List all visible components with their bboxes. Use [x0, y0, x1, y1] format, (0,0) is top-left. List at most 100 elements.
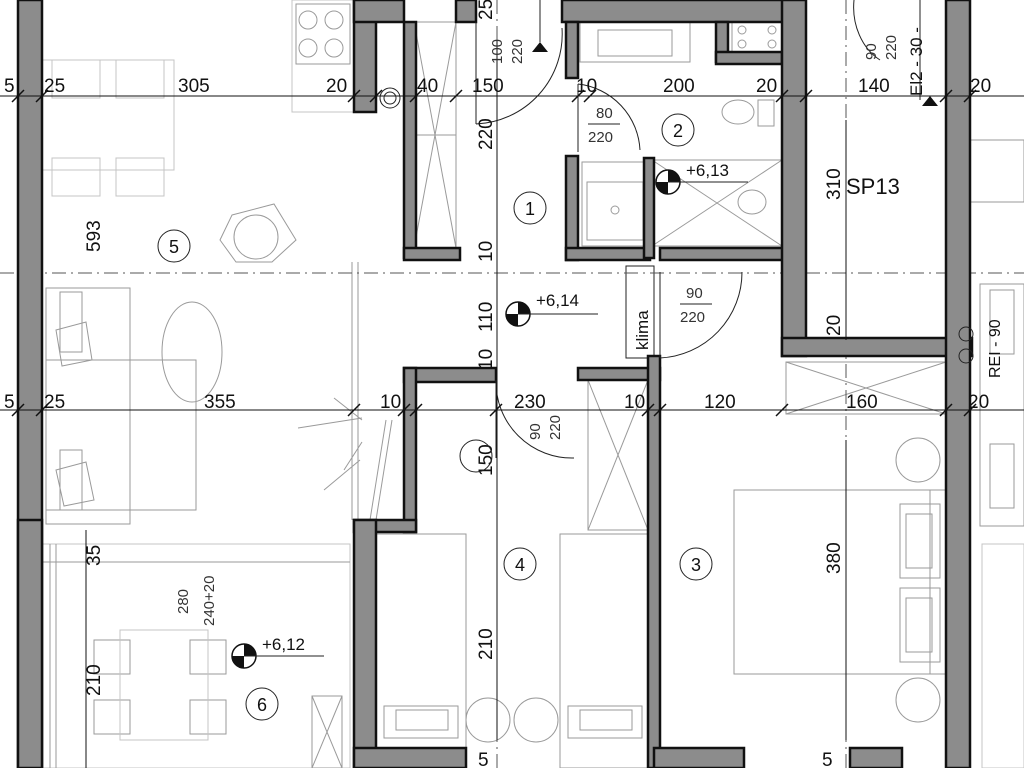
dim-v-35: 35: [84, 545, 105, 566]
level-balcony-text: +6,12: [262, 635, 305, 654]
dimension-tick: [653, 403, 667, 417]
dim-top-305: 305: [178, 76, 210, 97]
stair-label: SP13: [846, 174, 900, 199]
dim-top-40: 40: [417, 76, 438, 97]
level-marker-bath: +6,13: [655, 161, 748, 195]
dim-v-110: 110: [476, 302, 497, 332]
level-markers: +6,14 +6,13 +6,12: [231, 161, 748, 669]
level-hall-text: +6,14: [536, 291, 579, 310]
room-3-circle: [679, 547, 713, 581]
room-2-circle: [661, 113, 695, 147]
door-swings: [475, 0, 921, 459]
riser-circle-1: [958, 326, 974, 342]
room-4-label: 4: [515, 555, 525, 575]
dimension-tick: [347, 403, 361, 417]
dim-v-210a: 210: [476, 628, 497, 660]
dim-mid-5: 5: [4, 392, 15, 413]
dim-top-20c: 20: [970, 76, 991, 97]
dimension-tick: [369, 89, 383, 103]
dim-misc-5b: 5: [822, 750, 833, 768]
dimension-tick: [347, 89, 361, 103]
dimension-tick: [35, 89, 49, 103]
dim-mid-230: 230: [514, 392, 546, 413]
room-2-label: 2: [673, 121, 683, 141]
riser-circle-4: [383, 91, 397, 105]
dim-top-150: 150: [472, 76, 504, 97]
dimension-tick: [409, 89, 423, 103]
dim-misc-5a: 5: [478, 750, 489, 768]
dimension-tick: [963, 403, 977, 417]
klima-label: klima: [633, 310, 652, 350]
door-label-2-w: 80: [596, 105, 613, 122]
dimension-tick: [775, 403, 789, 417]
dim-mid-10a: 10: [380, 392, 401, 413]
room-4-circle: [503, 547, 537, 581]
dim-v-380: 380: [824, 542, 845, 574]
door-label-1-h: 220: [509, 39, 526, 64]
dimension-tick: [449, 89, 463, 103]
riser-circle-2: [958, 348, 974, 364]
dim-top-20b: 20: [756, 76, 777, 97]
room-1-circle: [513, 191, 547, 225]
arrow-marker-2: [922, 96, 938, 106]
misc-labels: SP13 klima REI - 90 El2 - 30 -: [379, 27, 1004, 378]
dimension-tick: [939, 403, 953, 417]
door-label-6-w: 280: [175, 589, 192, 614]
door-label-5-w: 90: [863, 43, 880, 60]
dimension-tick: [489, 403, 503, 417]
dim-top-20a: 20: [326, 76, 347, 97]
dimension-tick: [571, 89, 585, 103]
dim-mid-25: 25: [44, 392, 65, 413]
room-6-label: 6: [257, 695, 267, 715]
dimension-tick: [409, 403, 423, 417]
riser-circle-3: [379, 87, 401, 109]
door-label-5-h: 220: [883, 35, 900, 60]
door-labels: 100 220 80 220 90 220 90 220 90 220 280 …: [175, 35, 900, 626]
door-label-3-w: 90: [686, 285, 703, 302]
room-5-label: 5: [169, 237, 179, 257]
dim-mid-120: 120: [704, 392, 736, 413]
dim-v-210b: 210: [84, 664, 105, 696]
dim-mid-355: 355: [204, 392, 236, 413]
dim-top-5: 5: [4, 76, 15, 97]
dim-v-20: 20: [824, 315, 845, 336]
dimension-tick: [641, 403, 655, 417]
level-marker-balcony: +6,12: [231, 635, 324, 669]
door-label-1-w: 100: [489, 39, 506, 64]
dim-v-593: 593: [84, 220, 105, 252]
door-label-6-h: 240+20: [201, 576, 218, 626]
elevation-label: El2 - 30 -: [907, 27, 926, 96]
dimension-tick: [11, 89, 25, 103]
dimension-tick: [775, 89, 789, 103]
dimension-tick: [799, 89, 813, 103]
dimension-tick: [11, 403, 25, 417]
door-label-4-w: 90: [527, 423, 544, 440]
dimension-labels: 5 25 305 20 40 150 10 200 20 140 20 5 25…: [4, 0, 991, 768]
room-numbers: 1 2 3 4 5 6: [157, 113, 713, 721]
dim-v-25: 25: [476, 0, 497, 20]
room-5-circle: [157, 229, 191, 263]
dimension-tick: [35, 403, 49, 417]
dim-mid-160: 160: [846, 392, 878, 413]
dim-v-10b: 10: [476, 349, 497, 370]
dim-v-10a: 10: [476, 241, 497, 262]
dimension-tick: [963, 89, 977, 103]
dim-top-10: 10: [576, 76, 597, 97]
dim-v-310: 310: [824, 168, 845, 200]
dimension-lines: [0, 40, 1024, 768]
door-ref-circle: [459, 439, 493, 473]
door-label-4-h: 220: [547, 415, 564, 440]
dim-mid-20: 20: [968, 392, 989, 413]
dim-mid-10b: 10: [624, 392, 645, 413]
room-6-circle: [245, 687, 279, 721]
fire-rating-label: REI - 90: [987, 319, 1004, 378]
level-bath-text: +6,13: [686, 161, 729, 180]
door-label-3-h: 220: [680, 309, 705, 326]
dimension-tick: [583, 89, 597, 103]
dimension-tick: [939, 89, 953, 103]
door-label-2-h: 220: [588, 129, 613, 146]
furniture: [41, 0, 1024, 768]
dim-top-200: 200: [663, 76, 695, 97]
arrow-marker-1: [532, 42, 548, 52]
